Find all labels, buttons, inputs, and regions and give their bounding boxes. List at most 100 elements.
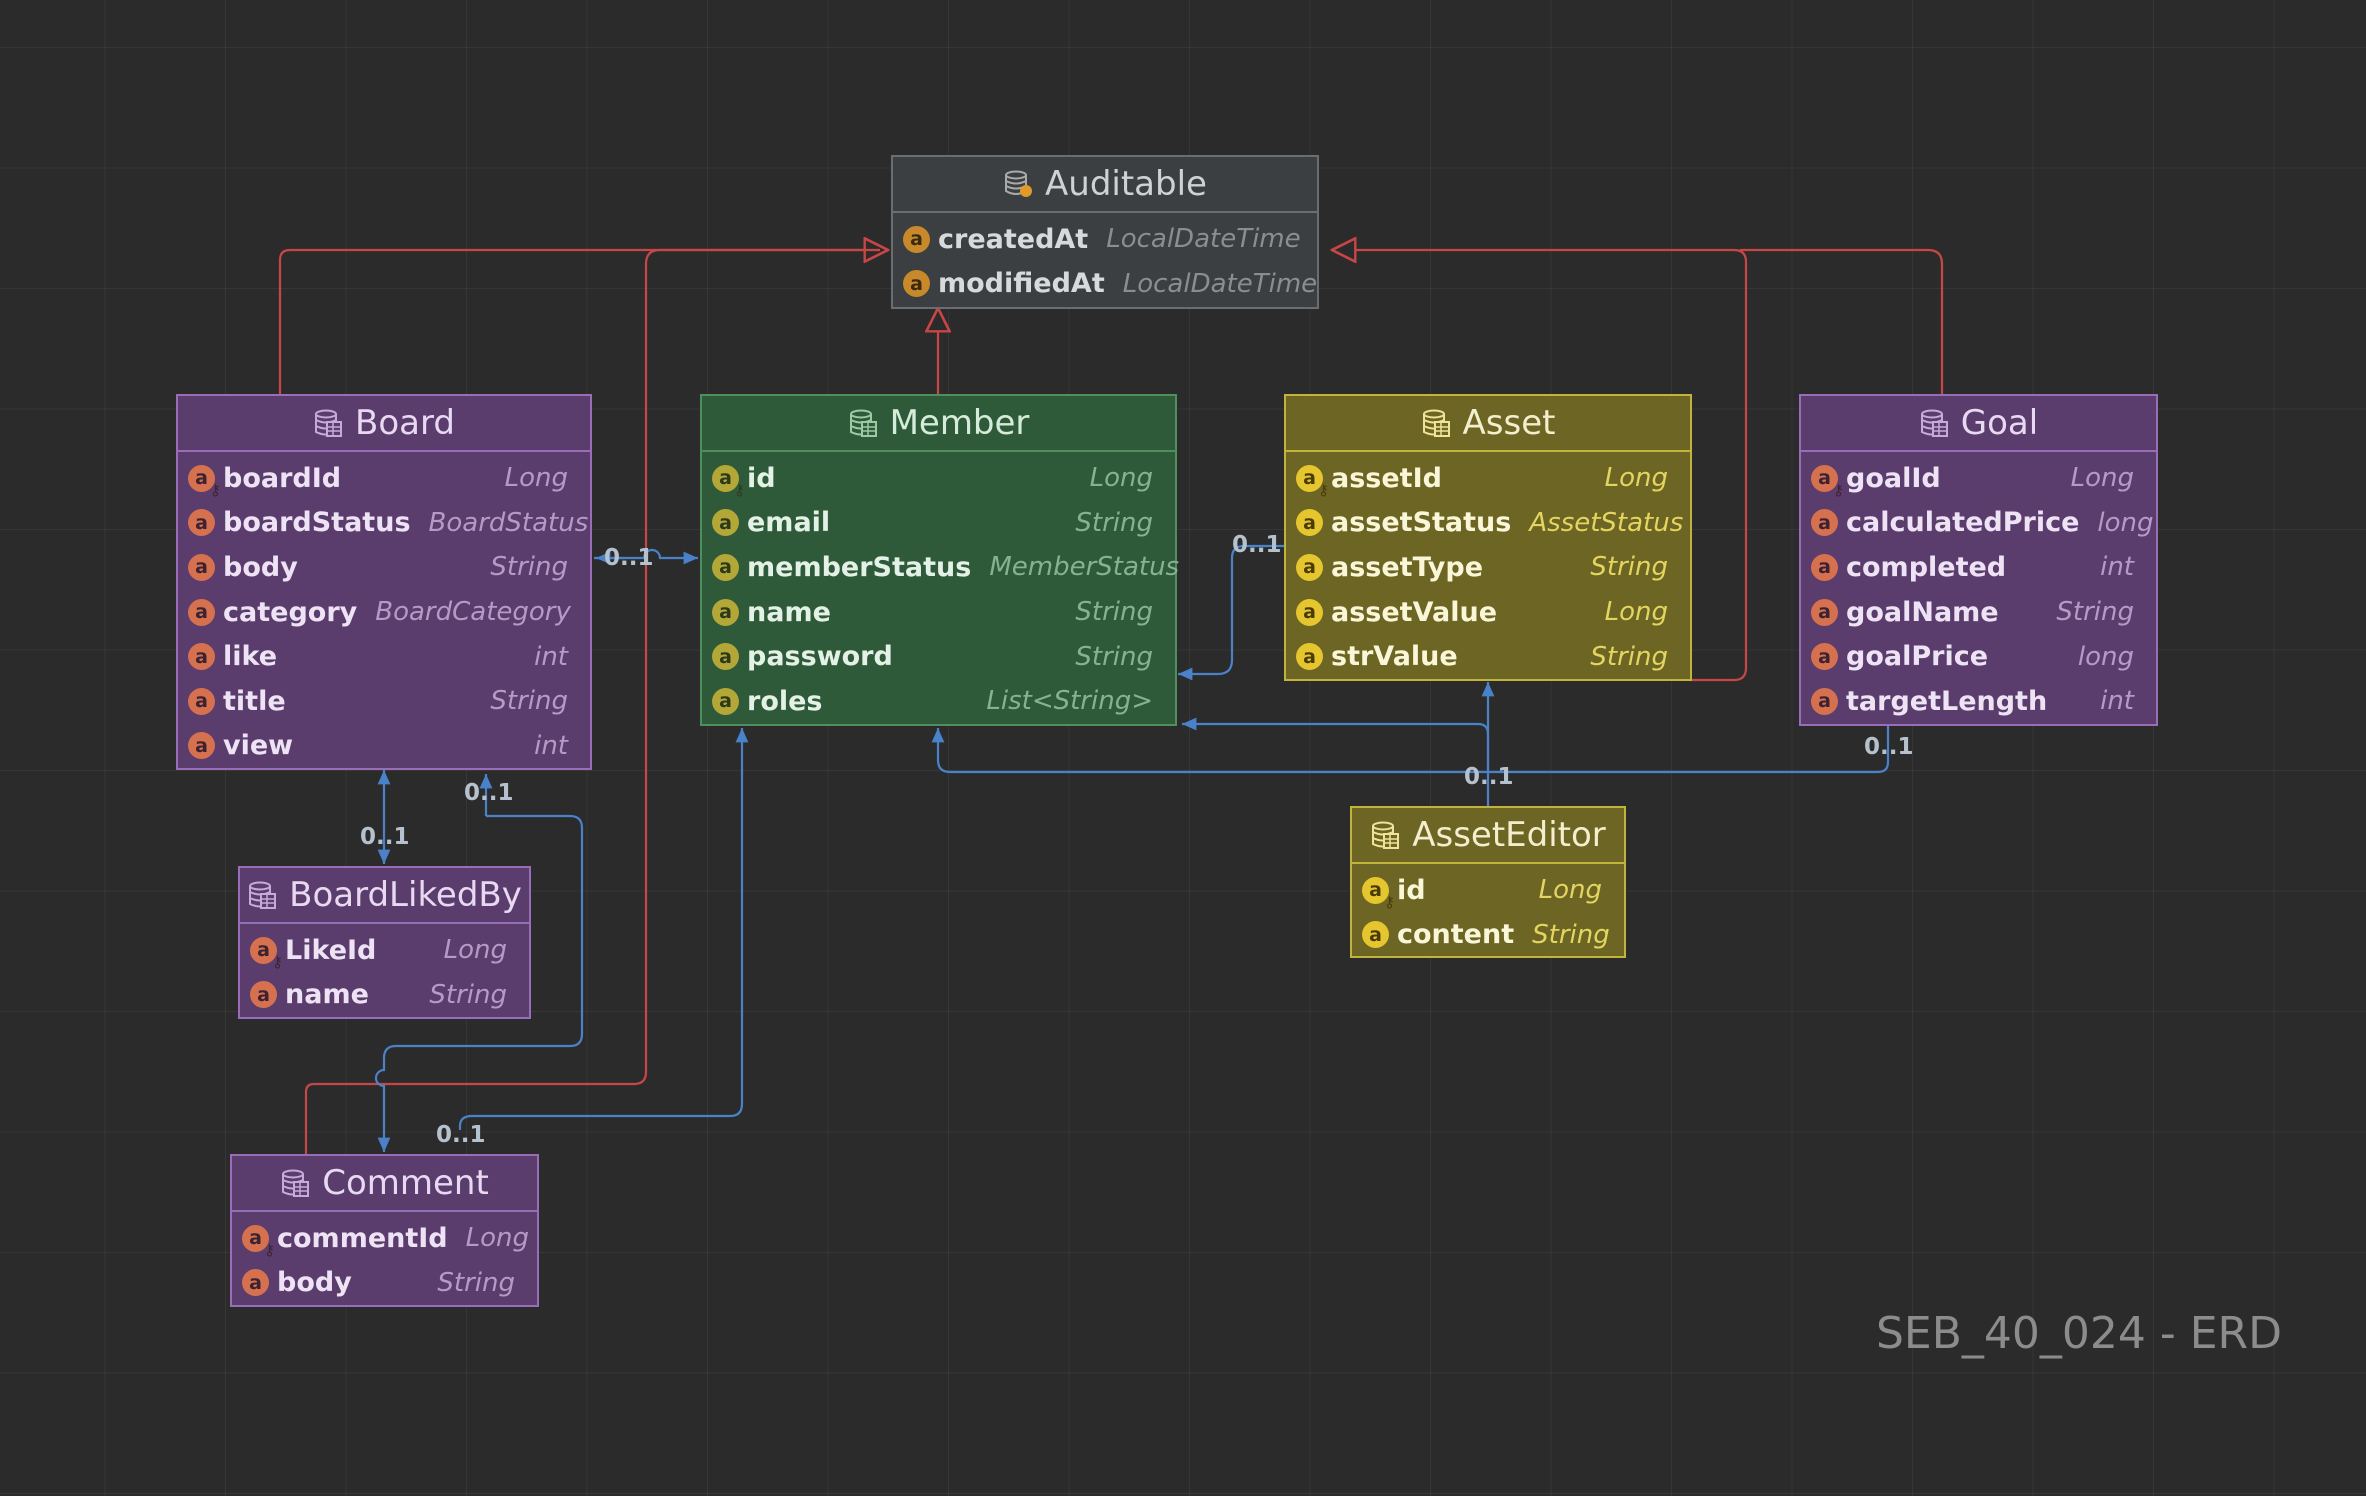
- field-icon: a: [1296, 643, 1323, 671]
- field-badge-label: a: [719, 511, 732, 534]
- field-icon: a: [188, 687, 215, 715]
- field-name: body: [223, 551, 298, 583]
- field-badge-label: a: [195, 467, 208, 490]
- field-icon: a: [250, 981, 277, 1009]
- entity-header: Goal: [1801, 396, 2156, 452]
- entity-header: Comment: [232, 1156, 537, 1212]
- field-badge-label: a: [195, 734, 208, 757]
- table-icon: [849, 409, 877, 437]
- field-type: String: [1075, 641, 1153, 672]
- field-badge-label: a: [195, 511, 208, 534]
- field-type: String: [2056, 597, 2134, 628]
- table-icon: [249, 881, 277, 909]
- field-badge-label: a: [257, 939, 270, 962]
- cardinality-board-member: 0..1: [604, 545, 654, 571]
- field-type: Long: [1604, 597, 1668, 628]
- field-icon: a: [1296, 509, 1323, 537]
- field-name: roles: [747, 685, 823, 717]
- field-icon: a: [903, 225, 930, 253]
- field-type: BoardCategory: [375, 597, 571, 628]
- cardinality-asset-member: 0..1: [1232, 532, 1282, 558]
- cardinality-goal-member: 0..1: [1864, 734, 1914, 760]
- field-icon: a: [1811, 687, 1838, 715]
- field-name: assetId: [1331, 462, 1442, 494]
- entity-title: BoardLikedBy: [289, 875, 522, 915]
- field-type: String: [1075, 507, 1153, 538]
- field-type: Long: [1538, 875, 1602, 906]
- entity-header: BoardLikedBy: [240, 868, 529, 924]
- field-row[interactable]: a createdAt LocalDateTime: [893, 217, 1317, 262]
- field-icon: a: [1811, 553, 1838, 581]
- field-badge-label: a: [1303, 645, 1316, 668]
- field-badge-label: a: [195, 690, 208, 713]
- field-name: like: [223, 641, 278, 673]
- field-type: String: [490, 686, 568, 717]
- field-row[interactable]: a modifiedAt LocalDateTime: [893, 262, 1317, 307]
- entity-auditable[interactable]: Auditable a createdAt LocalDateTime a mo…: [891, 155, 1319, 309]
- field-icon: a: [188, 553, 215, 581]
- field-name: targetLength: [1846, 685, 2048, 717]
- embeddable-table-icon: [1005, 170, 1033, 197]
- field-badge-label: a: [1369, 923, 1382, 946]
- field-icon: a: [1296, 598, 1323, 626]
- assoc-comment-member: [458, 728, 749, 1130]
- primary-key-icon: a⚷: [242, 1224, 275, 1257]
- cardinality-asset-editor: 0..1: [1464, 764, 1514, 790]
- entity-title: Auditable: [1045, 164, 1207, 204]
- field-badge-label: a: [257, 983, 270, 1006]
- field-badge-label: a: [910, 228, 923, 251]
- field-icon: a: [712, 509, 739, 537]
- field-type: AssetStatus: [1529, 507, 1684, 538]
- table-icon: [1920, 409, 1948, 437]
- field-badge-label: a: [719, 645, 732, 668]
- field-badge-label: a: [1818, 511, 1831, 534]
- cardinality-member-comment: 0..1: [436, 1122, 486, 1148]
- field-icon: a: [712, 598, 739, 626]
- field-badge-label: a: [719, 690, 732, 713]
- field-icon: a: [188, 643, 215, 671]
- entity-header: Board: [178, 396, 590, 452]
- entity-title: Goal: [1960, 403, 2039, 443]
- primary-key-icon: a⚷: [250, 936, 283, 969]
- field-name: view: [223, 730, 294, 762]
- field-name: assetType: [1331, 551, 1484, 583]
- field-badge-label: a: [1818, 467, 1831, 490]
